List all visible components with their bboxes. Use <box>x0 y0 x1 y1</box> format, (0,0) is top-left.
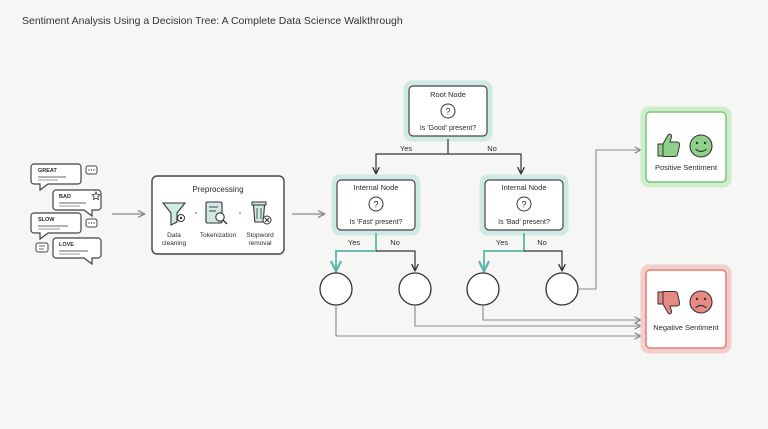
diagram-title: Sentiment Analysis Using a Decision Tree… <box>22 15 403 27</box>
leaf-node <box>319 272 353 306</box>
thumbs-down-icon <box>657 291 681 315</box>
step-label-line: Data <box>167 232 181 239</box>
branch-label-yes: Yes <box>400 144 412 153</box>
leaf-node <box>466 272 500 306</box>
smile-icon <box>689 134 713 158</box>
preprocessing-title: Preprocessing <box>192 185 243 194</box>
bubble-label: SLOW <box>38 217 55 223</box>
branch-label-no: No <box>487 144 497 153</box>
thumbs-up-icon <box>657 133 681 157</box>
internal-node-title: Internal Node <box>353 183 398 192</box>
leaf-node <box>398 272 432 306</box>
input-bubble-slow: SLOW <box>30 212 98 241</box>
question-mark: ? <box>373 200 378 210</box>
internal-node-title: Internal Node <box>501 183 546 192</box>
leaf-node <box>545 272 579 306</box>
question-icon: ? <box>516 196 532 212</box>
star-small-icon <box>91 190 101 201</box>
internal-node-left: Internal Node ? Is 'Fast' present? <box>331 174 421 236</box>
branch-label-yes: Yes <box>348 238 360 247</box>
input-text-bubbles: GREAT BAD SLOW <box>30 163 102 266</box>
leaf-to-outcome-connectors <box>335 150 640 336</box>
negative-sentiment-label: Negative Sentiment <box>653 323 719 332</box>
speech-small-icon <box>85 165 98 175</box>
funnel-gear-icon <box>161 202 187 226</box>
step-label-line: Tokenization <box>200 232 237 239</box>
branch-label-yes: Yes <box>496 238 508 247</box>
internal-node-question: Is 'Bad' present? <box>498 219 550 226</box>
step-label-line: Stopword <box>246 232 274 239</box>
leaf-nodes <box>319 272 579 306</box>
right-internal-branches: Yes No <box>484 233 562 270</box>
root-node-title: Root Node <box>430 90 466 99</box>
input-bubble-love: LOVE <box>35 237 102 266</box>
bubble-label: GREAT <box>38 168 57 174</box>
positive-sentiment-label: Positive Sentiment <box>655 163 718 172</box>
root-node: Root Node ? Is 'Good' present? <box>403 80 493 142</box>
root-branches: Yes No <box>376 139 521 173</box>
frown-icon <box>689 290 713 314</box>
speech-small-icon <box>85 218 98 228</box>
bubble-label: LOVE <box>59 242 74 248</box>
document-search-icon <box>205 201 228 225</box>
preprocessing-box: Preprocessing Data cleaning Tokenization <box>151 175 285 255</box>
internal-node-right: Internal Node ? Is 'Bad' present? <box>479 174 569 236</box>
question-icon: ? <box>440 103 456 119</box>
input-bubble-great: GREAT <box>30 163 98 192</box>
positive-sentiment-box: Positive Sentiment <box>640 106 732 188</box>
internal-node-question: Is 'Fast' present? <box>350 219 403 226</box>
input-bubble-bad: BAD <box>52 189 102 218</box>
question-mark: ? <box>521 200 526 210</box>
question-mark: ? <box>445 107 450 117</box>
question-icon: ? <box>368 196 384 212</box>
step-label-line: cleaning <box>162 240 187 247</box>
trash-x-icon <box>251 201 272 225</box>
branch-label-no: No <box>537 238 547 247</box>
branch-label-no: No <box>390 238 400 247</box>
bubble-label: BAD <box>59 194 71 200</box>
step-label-line: removal <box>248 240 272 247</box>
chat-small-icon <box>35 242 49 253</box>
left-internal-branches: Yes No <box>336 233 415 270</box>
negative-sentiment-box: Negative Sentiment <box>640 264 732 354</box>
root-node-question: Is 'Good' present? <box>420 125 476 132</box>
